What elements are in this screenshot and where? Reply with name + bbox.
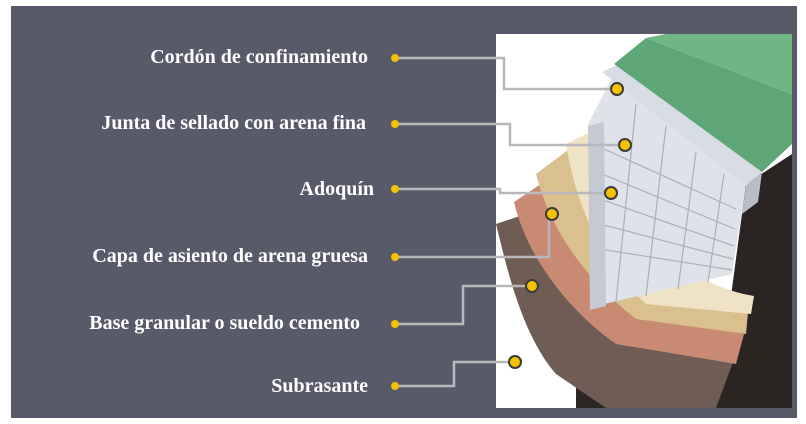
label-cordon: Cordón de confinamiento xyxy=(150,46,368,68)
confinement-curb xyxy=(602,62,762,186)
label-junta: Junta de sellado con arena fina xyxy=(101,112,366,134)
confinement-curb-face xyxy=(742,172,762,214)
label-subrasante: Subrasante xyxy=(271,375,368,397)
label-base-granular: Base granular o sueldo cemento xyxy=(89,312,360,334)
grass-strip xyxy=(614,38,792,172)
label-capa-asiento: Capa de asiento de arena gruesa xyxy=(92,245,368,267)
paver-edge xyxy=(588,122,606,310)
paver-joints xyxy=(599,103,737,303)
paver-field xyxy=(588,74,746,304)
grass-top xyxy=(646,34,792,94)
pavement-cross-section-illustration xyxy=(496,34,792,408)
label-adoquin: Adoquín xyxy=(299,178,375,200)
